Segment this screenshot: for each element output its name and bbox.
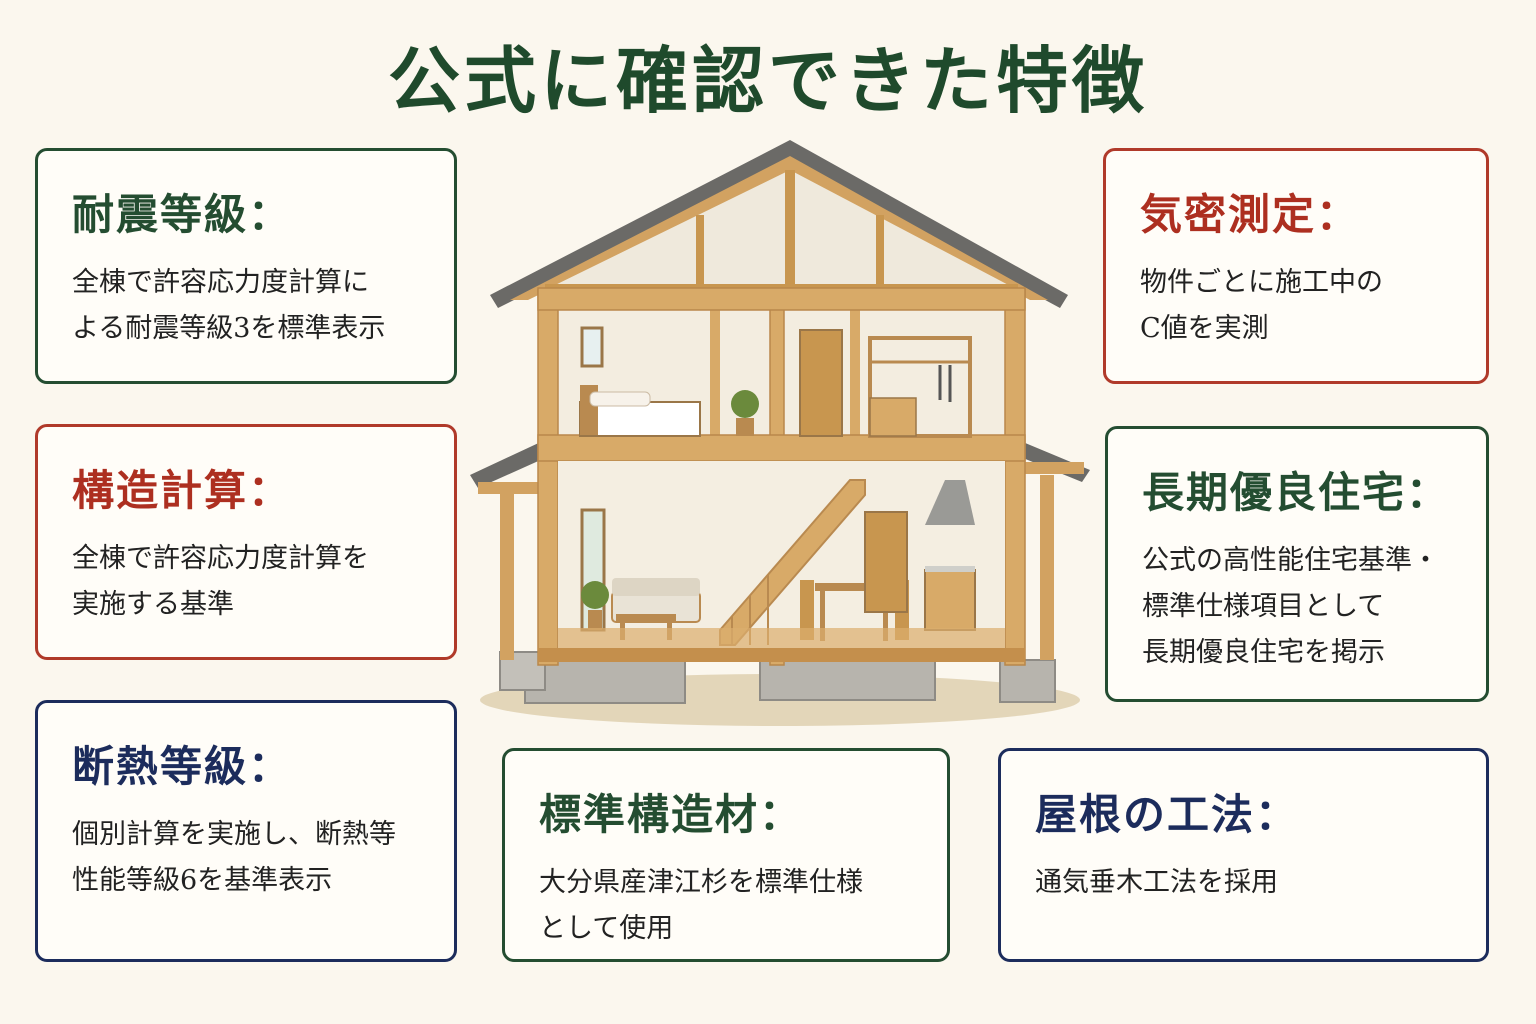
card-text: 実施する基準 bbox=[72, 589, 234, 620]
card-standard-structural-timber: 標準構造材： 大分県産津江杉を標準仕様 として使用 bbox=[502, 748, 950, 962]
house-cutaway-illustration bbox=[470, 140, 1090, 726]
card-text: 通気垂木工法を採用 bbox=[1035, 867, 1278, 898]
card-text: 標準仕様項目として bbox=[1142, 591, 1385, 622]
card-text: 全棟で許容応力度計算に bbox=[72, 267, 369, 298]
card-airtightness-test: 気密測定： 物件ごとに施工中の C値を実測 bbox=[1103, 148, 1489, 384]
card-text: として使用 bbox=[539, 913, 674, 944]
card-title: 断熱等級： bbox=[72, 742, 293, 791]
card-text: 公式の高性能住宅基準・ bbox=[1142, 545, 1439, 576]
card-roof-method: 屋根の工法： 通気垂木工法を採用 bbox=[998, 748, 1489, 962]
card-text: 物件ごとに施工中の bbox=[1140, 267, 1383, 298]
card-text: 大分県産津江杉を標準仕様 bbox=[539, 867, 863, 898]
card-text: よる耐震等級3を標準表示 bbox=[72, 313, 386, 344]
card-text: 全棟で許容応力度計算を bbox=[72, 543, 369, 574]
page-title: 公式に確認できた特徴 bbox=[387, 38, 1148, 123]
card-long-term-quality-housing: 長期優良住宅： 公式の高性能住宅基準・ 標準仕様項目として 長期優良住宅を掲示 bbox=[1105, 426, 1489, 702]
card-text: 性能等級6を基準表示 bbox=[72, 865, 333, 896]
card-text: 個別計算を実施し、断熱等 bbox=[72, 819, 396, 850]
card-seismic-grade: 耐震等級： 全棟で許容応力度計算に よる耐震等級3を標準表示 bbox=[35, 148, 457, 384]
card-title: 標準構造材： bbox=[539, 790, 804, 839]
card-title: 長期優良住宅： bbox=[1142, 468, 1451, 517]
card-text: 長期優良住宅を掲示 bbox=[1142, 637, 1385, 668]
card-title: 気密測定： bbox=[1140, 190, 1361, 239]
card-text: C値を実測 bbox=[1140, 313, 1269, 344]
card-structural-calculation: 構造計算： 全棟で許容応力度計算を 実施する基準 bbox=[35, 424, 457, 660]
card-insulation-grade: 断熱等級： 個別計算を実施し、断熱等 性能等級6を基準表示 bbox=[35, 700, 457, 962]
card-title: 耐震等級： bbox=[72, 190, 293, 239]
card-title: 屋根の工法： bbox=[1035, 790, 1300, 839]
card-title: 構造計算： bbox=[72, 466, 293, 515]
